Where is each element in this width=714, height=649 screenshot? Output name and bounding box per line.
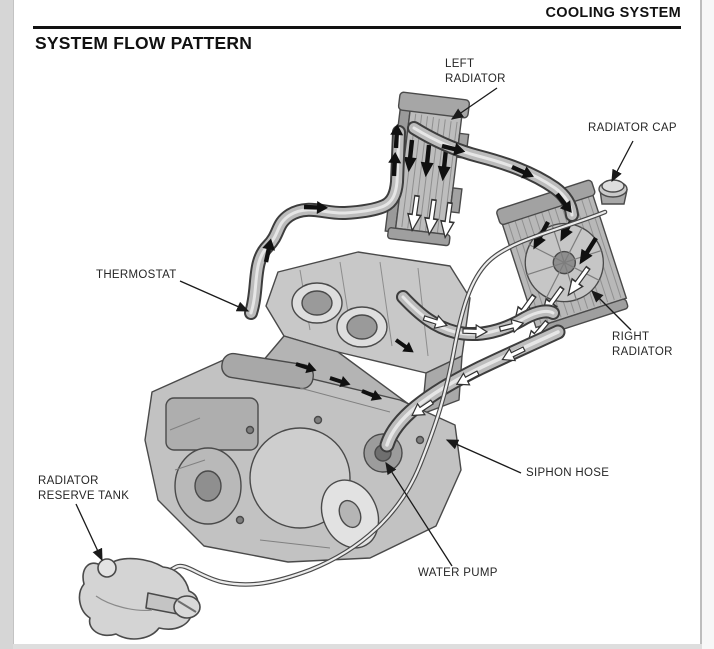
radiator-cap-illustration bbox=[598, 179, 628, 205]
scan-edge-left bbox=[0, 0, 14, 649]
thermostat-leader bbox=[179, 280, 250, 312]
right-radiator-leader bbox=[591, 290, 632, 331]
siphon-hose-leader bbox=[445, 439, 522, 474]
scan-edge-right bbox=[700, 0, 702, 649]
label-leader-arrows bbox=[75, 87, 634, 567]
label-siphon-hose: SIPHON HOSE bbox=[526, 467, 610, 479]
section-header: COOLING SYSTEM bbox=[545, 5, 681, 21]
label-radiator-cap: RADIATOR CAP bbox=[588, 122, 677, 134]
reserve-tank-leader bbox=[75, 503, 103, 562]
siphon-hose-illustration bbox=[158, 209, 608, 594]
page-title: SYSTEM FLOW PATTERN bbox=[35, 33, 253, 53]
water-pump-leader bbox=[385, 461, 453, 567]
label-right-radiator: RIGHT RADIATOR bbox=[612, 331, 673, 358]
radiator-cap-leader bbox=[611, 140, 634, 183]
hose-thermostat-to-left-radiator bbox=[244, 125, 406, 320]
scan-edge-bottom bbox=[13, 644, 702, 649]
label-thermostat: THERMOSTAT bbox=[96, 269, 177, 281]
header-rule bbox=[33, 26, 681, 29]
engine-illustration bbox=[144, 251, 471, 563]
label-water-pump: WATER PUMP bbox=[418, 567, 498, 579]
label-radiator-reserve-tank: RADIATOR RESERVE TANK bbox=[38, 475, 130, 502]
label-left-radiator: LEFT RADIATOR bbox=[445, 58, 506, 85]
left-radiator-leader bbox=[450, 87, 498, 120]
reserve-tank-illustration bbox=[78, 557, 201, 640]
scan-margin-right bbox=[702, 0, 714, 649]
